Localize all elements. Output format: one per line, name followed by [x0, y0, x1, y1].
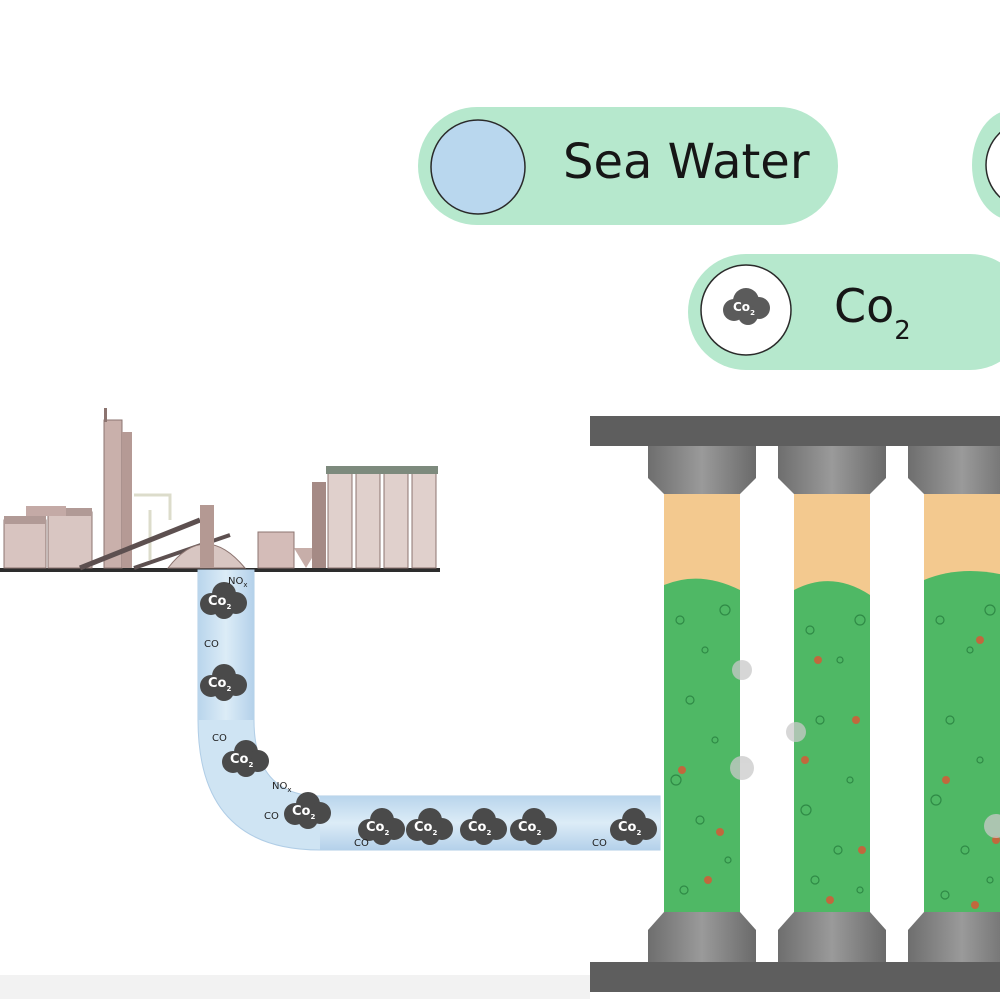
co2-cloud-icon: Co2: [358, 808, 405, 845]
svg-text:Co2: Co2: [518, 820, 541, 837]
factory-icon: [0, 408, 440, 572]
sea-water-label: Sea Water: [563, 134, 810, 190]
co2-cloud-icon: Co2: [460, 808, 507, 845]
svg-text:Co2: Co2: [366, 820, 389, 837]
svg-text:Co2: Co2: [618, 820, 641, 837]
reactor-gas-puffs: [730, 660, 1000, 838]
pipe-gas-particles: Co2 Co2 Co2 Co2 Co2 Co2: [200, 576, 657, 849]
co2-cloud-icon: Co2: [610, 808, 657, 845]
co-label: CO: [212, 733, 227, 744]
svg-text:Co2: Co2: [468, 820, 491, 837]
co2-cloud-icon: Co2: [723, 288, 770, 325]
silos: [326, 466, 438, 569]
nox-label: NOx: [228, 576, 248, 589]
legend-co2-pill: Co2 Co2: [688, 254, 1000, 370]
svg-text:Co2: Co2: [208, 594, 231, 611]
svg-text:Co2: Co2: [208, 676, 231, 693]
reactor-column: [648, 446, 756, 962]
co-label: CO: [264, 811, 279, 822]
co2-cloud-icon: Co2: [284, 792, 331, 829]
co-label: CO: [592, 838, 607, 849]
reactor-rust-particles: [678, 636, 1000, 909]
reactor-bubbles: [670, 604, 996, 900]
svg-text:Co2: Co2: [292, 804, 315, 821]
reactor-top-plate: [590, 416, 1000, 446]
reactor: [590, 416, 1000, 992]
reactor-column: [908, 446, 1000, 962]
legend-partial-pill: [972, 112, 1000, 218]
co2-cloud-icon: Co2: [200, 582, 247, 619]
svg-text:Co2: Co2: [733, 300, 755, 317]
reactor-bottom-plate: [590, 962, 1000, 992]
sea-water-swatch: [430, 119, 526, 215]
legend-sea-water-pill: Sea Water: [418, 107, 838, 225]
co2-label: Co2: [834, 279, 911, 346]
co2-cloud-icon: Co2: [510, 808, 557, 845]
co-label: CO: [354, 838, 369, 849]
co2-cloud-icon: Co2: [406, 808, 453, 845]
co2-cloud-icon: Co2: [222, 740, 269, 777]
flue-gas-pipe: [197, 569, 661, 851]
svg-text:Co2: Co2: [230, 752, 253, 769]
bottom-shadow: [0, 975, 590, 999]
nox-label: NOx: [272, 781, 292, 794]
svg-text:Co2: Co2: [414, 820, 437, 837]
co-label: CO: [204, 639, 219, 650]
reactor-column: [778, 446, 886, 962]
co2-cloud-icon: Co2: [200, 664, 247, 701]
